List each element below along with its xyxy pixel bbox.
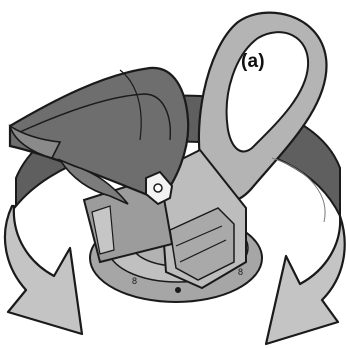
callout-label-a: (a)	[241, 52, 265, 71]
rotation-arrow-right-icon	[266, 216, 345, 344]
rotation-arrow-left-icon	[5, 206, 82, 334]
svg-text:8: 8	[238, 267, 243, 277]
svg-text:8: 8	[132, 276, 137, 286]
